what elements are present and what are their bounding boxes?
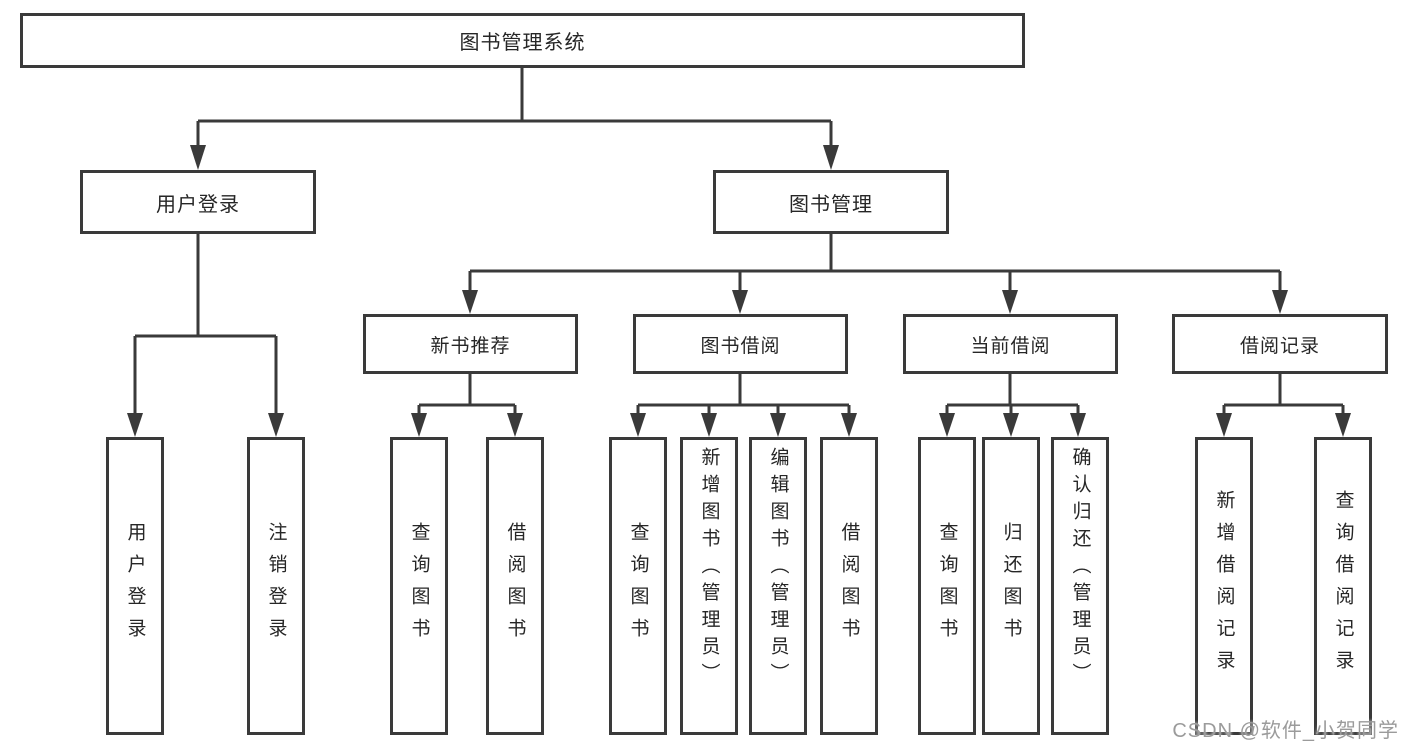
leaf-borrow-books: 借阅图书 [820,437,878,735]
arrow-down-icon [411,413,427,437]
arrow-down-icon [1070,413,1086,437]
leaf-add-books-admin: 新增图书（管理员） [680,437,738,735]
arrow-down-icon [701,413,717,437]
leaf-label: 查询图书 [627,522,649,650]
leaf-add-borrow-record: 新增借阅记录 [1195,437,1253,735]
leaf-label: 用户登录 [124,522,146,650]
leaf-label: 新增图书（管理员） [698,447,720,690]
leaf-label: 确认归还（管理员） [1069,447,1091,690]
node-book-management: 图书管理 [713,170,949,234]
leaf-return-books: 归还图书 [982,437,1040,735]
arrow-down-icon [732,290,748,314]
leaf-user-login: 用户登录 [106,437,164,735]
node-book-borrow: 图书借阅 [633,314,848,374]
leaf-label: 查询图书 [936,522,958,650]
arrow-down-icon [190,145,206,170]
node-current-borrow: 当前借阅 [903,314,1118,374]
arrow-down-icon [1216,413,1232,437]
arrow-down-icon [1003,413,1019,437]
arrow-down-icon [462,290,478,314]
leaf-query-books-borrow: 查询图书 [609,437,667,735]
arrow-down-icon [507,413,523,437]
leaf-label: 归还图书 [1000,522,1022,650]
arrow-down-icon [823,145,839,170]
arrow-down-icon [1335,413,1351,437]
leaf-borrow-books-recommend: 借阅图书 [486,437,544,735]
leaf-label: 新增借阅记录 [1213,490,1235,682]
leaf-confirm-return-admin: 确认归还（管理员） [1051,437,1109,735]
arrow-down-icon [630,413,646,437]
arrow-down-icon [841,413,857,437]
leaf-label: 编辑图书（管理员） [767,447,789,690]
leaf-label: 借阅图书 [504,522,526,650]
leaf-label: 查询借阅记录 [1332,490,1354,682]
leaf-edit-books-admin: 编辑图书（管理员） [749,437,807,735]
arrow-down-icon [1002,290,1018,314]
arrow-down-icon [268,413,284,437]
leaf-label: 注销登录 [265,522,287,650]
node-new-book-recommend: 新书推荐 [363,314,578,374]
arrow-down-icon [939,413,955,437]
node-user-login: 用户登录 [80,170,316,234]
leaf-query-books-current: 查询图书 [918,437,976,735]
arrow-down-icon [1272,290,1288,314]
leaf-label: 查询图书 [408,522,430,650]
node-root: 图书管理系统 [20,13,1025,68]
leaf-label: 借阅图书 [838,522,860,650]
arrow-down-icon [770,413,786,437]
leaf-logout: 注销登录 [247,437,305,735]
leaf-query-books-recommend: 查询图书 [390,437,448,735]
node-borrow-records: 借阅记录 [1172,314,1388,374]
arrow-down-icon [127,413,143,437]
watermark: CSDN @软件_小贺同学 [1172,720,1399,742]
leaf-query-borrow-record: 查询借阅记录 [1314,437,1372,735]
